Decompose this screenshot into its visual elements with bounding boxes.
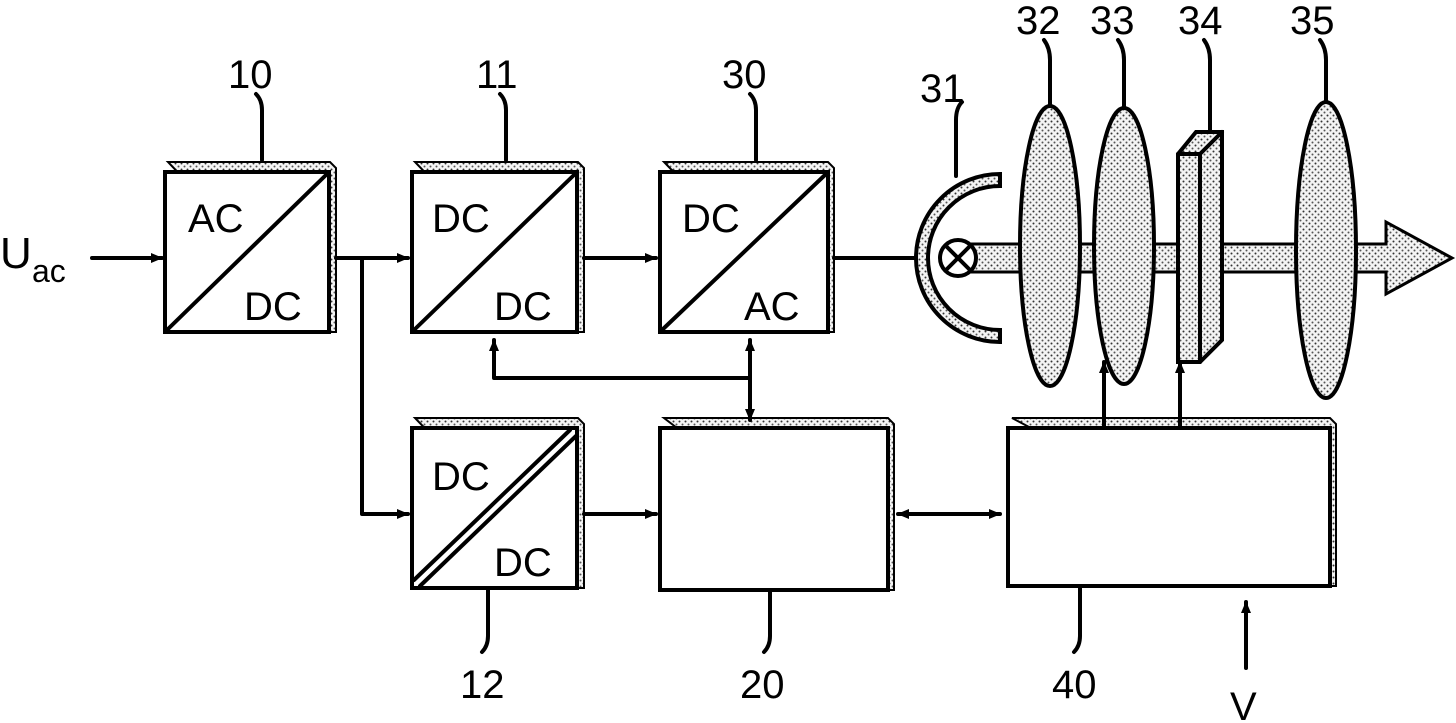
input-label-sub: ac xyxy=(32,253,66,289)
block-30-top-label: DC xyxy=(682,197,740,241)
ref-31: 31 xyxy=(920,67,965,111)
block-10-ac-dc: AC DC xyxy=(163,161,337,334)
lens-33 xyxy=(1092,106,1156,386)
lens-32 xyxy=(1018,104,1082,388)
ref-34: 34 xyxy=(1178,0,1223,43)
control-to-11 xyxy=(489,338,752,380)
ref-leader-11 xyxy=(498,92,508,162)
block-11-bottom-label: DC xyxy=(494,285,552,329)
block-12-dc-dc: DC DC xyxy=(410,417,585,590)
ref-leader-10 xyxy=(254,92,264,162)
ref-11: 11 xyxy=(476,53,518,97)
ref-leader-34 xyxy=(1202,38,1212,132)
ref-leader-35 xyxy=(1318,38,1328,104)
block-30-dc-ac: DC AC xyxy=(658,161,835,334)
ref-leader-40 xyxy=(1072,586,1082,654)
ref-12: 12 xyxy=(460,663,505,707)
block-11-dc-dc: DC DC xyxy=(410,161,585,334)
ref-30: 30 xyxy=(722,53,767,97)
ref-33: 33 xyxy=(1090,0,1135,43)
block-20 xyxy=(658,417,895,592)
block-30-bottom-label: AC xyxy=(744,285,800,329)
block-40 xyxy=(1006,417,1337,588)
ref-leader-12 xyxy=(480,588,490,654)
ref-20: 20 xyxy=(740,663,785,707)
ref-35: 35 xyxy=(1290,0,1335,43)
ref-leader-30 xyxy=(748,92,758,162)
velocity-label: V xyxy=(1230,685,1257,723)
ref-leader-31 xyxy=(954,100,964,178)
block-40-face xyxy=(1006,426,1332,588)
lamp-icon xyxy=(938,238,978,278)
block-30-diagonal xyxy=(660,172,828,332)
block-10-bottom-label: DC xyxy=(244,285,302,329)
block-11-top-label: DC xyxy=(432,197,490,241)
block-12-diagonal-2 xyxy=(418,434,578,588)
block-12-top-label: DC xyxy=(432,455,490,499)
ref-10: 10 xyxy=(228,53,273,97)
block-10-diagonal xyxy=(165,172,329,332)
input-label-main: U xyxy=(0,229,32,278)
ref-leader-33 xyxy=(1116,38,1126,110)
block-12-bottom-label: DC xyxy=(494,541,552,585)
ref-40: 40 xyxy=(1052,663,1097,707)
input-label: U ac xyxy=(0,229,66,289)
ref-32: 32 xyxy=(1016,0,1061,43)
ref-leader-32 xyxy=(1042,38,1052,108)
block-20-face xyxy=(658,426,890,592)
block-10-top-label: AC xyxy=(188,197,244,241)
wire-10-to-12 xyxy=(360,256,410,519)
ref-leader-20 xyxy=(762,590,772,654)
block-12-diagonal-1 xyxy=(412,428,572,582)
block-12-face xyxy=(410,426,579,590)
lens-35 xyxy=(1294,100,1358,400)
block-11-diagonal xyxy=(412,172,577,332)
plate-34 xyxy=(1176,130,1224,364)
reflector xyxy=(914,171,1002,345)
